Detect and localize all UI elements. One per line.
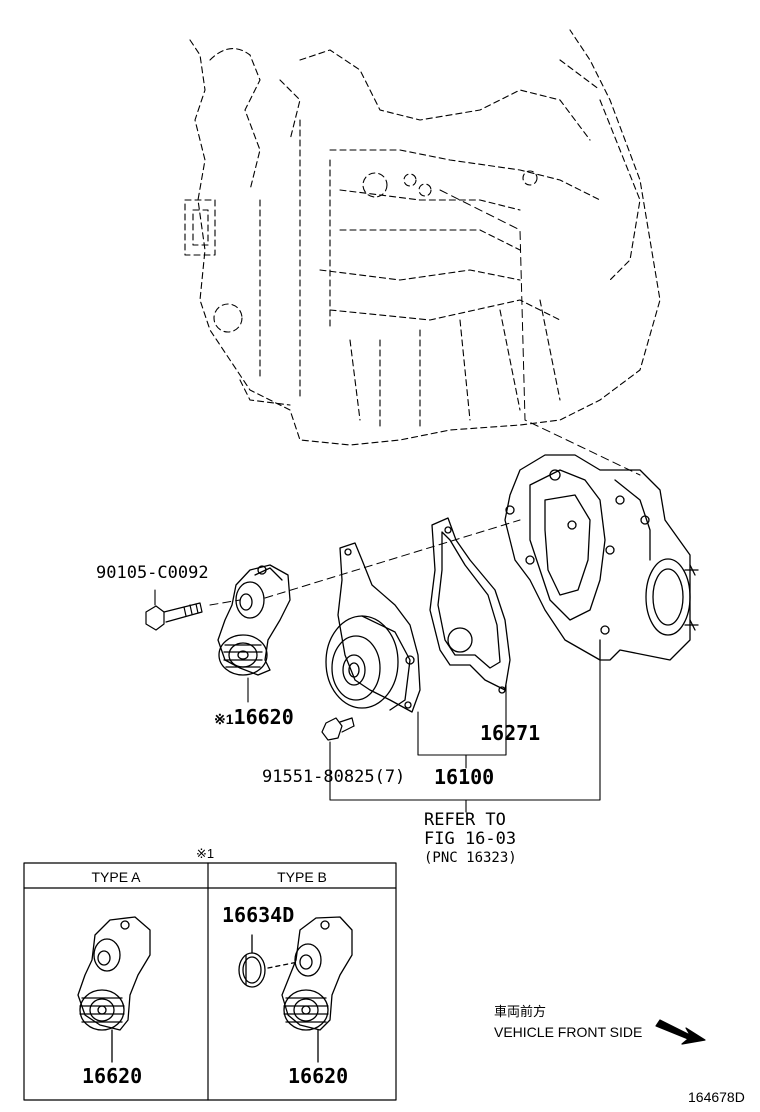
- gasket-label: 16271: [480, 721, 541, 745]
- diagram-id: 164678D: [688, 1089, 745, 1105]
- refer-line-1: REFER TO: [424, 810, 506, 830]
- tensioner-label: ※116620: [214, 707, 294, 727]
- vehicle-front-jp-label: 車両前方: [494, 1005, 547, 1020]
- type-b-header: TYPE B: [277, 869, 327, 885]
- vehicle-front-label: VEHICLE FRONT SIDE: [494, 1024, 643, 1040]
- tensioner-note-mark: ※1: [214, 711, 234, 727]
- type-b-part-label: 16620: [288, 1064, 349, 1088]
- type-a-header: TYPE A: [91, 869, 141, 885]
- bolt-upper-label: 90105-C0092: [96, 563, 209, 583]
- tensioner-part-number: 16620: [233, 705, 294, 729]
- table-note-mark: ※1: [196, 846, 215, 861]
- type-table: [23, 862, 397, 1101]
- front-direction-arrow-icon: [655, 1019, 706, 1045]
- guide-lines: [209, 189, 641, 606]
- water-pump: [325, 542, 421, 713]
- refer-line-3: (PNC 16323): [424, 850, 517, 866]
- refer-line-2: FIG 16-03: [424, 829, 517, 849]
- engine-block-outline: [184, 29, 661, 446]
- leader-lines: [154, 589, 601, 813]
- tensioner-type-b: [238, 916, 353, 1063]
- bolt-lower: [321, 717, 355, 741]
- type-a-part-label: 16620: [82, 1064, 143, 1088]
- pump-housing: [504, 454, 699, 661]
- water-pump-label: 16100: [434, 765, 495, 789]
- bolt-upper: [145, 602, 203, 631]
- gasket: [429, 517, 511, 694]
- tensioner-type-a: [77, 916, 151, 1063]
- tensioner-main: [217, 564, 291, 676]
- bolt-lower-label: 91551-80825(7): [262, 767, 406, 787]
- type-b-cap-label: 16634D: [222, 903, 295, 927]
